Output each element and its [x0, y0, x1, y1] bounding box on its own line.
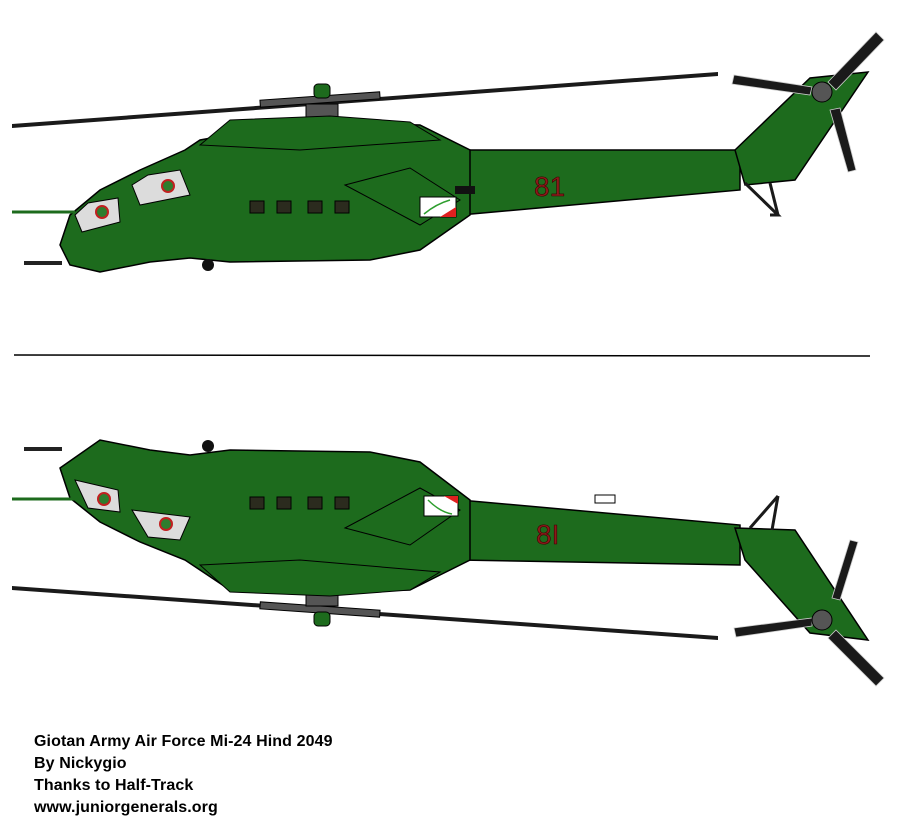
national-flag — [423, 495, 459, 517]
helicopter-top: 81 — [12, 31, 885, 273]
fuselage — [59, 121, 471, 273]
credits-thanks: Thanks to Half-Track — [34, 777, 194, 794]
tail-number: 81 — [534, 171, 565, 202]
credits-author: By Nickygio — [34, 755, 127, 772]
helicopter-bottom: 8I — [12, 439, 885, 687]
tail-rotor — [733, 539, 885, 687]
credits-website: www.juniorgenerals.org — [34, 799, 218, 816]
credits-block: Giotan Army Air Force Mi-24 Hind 2049 By… — [34, 731, 333, 819]
tail-number: 8I — [536, 519, 559, 550]
credits-title: Giotan Army Air Force Mi-24 Hind 2049 — [34, 733, 333, 750]
tail-rotor — [731, 31, 885, 173]
national-flag — [419, 196, 457, 218]
divider-line — [13, 354, 871, 357]
tail-boom — [459, 149, 741, 216]
canopy-rear — [131, 169, 191, 206]
tail-boom — [459, 499, 741, 566]
fuselage — [59, 439, 471, 593]
